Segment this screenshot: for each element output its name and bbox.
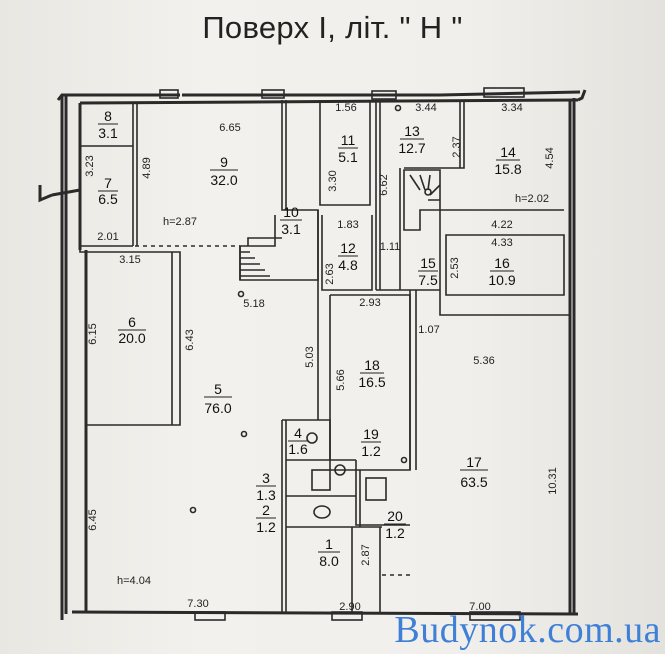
room-17-number: 17 bbox=[466, 454, 482, 470]
sanitary-fixtures bbox=[306, 432, 387, 519]
room-14-number: 14 bbox=[500, 144, 516, 160]
room-14-area: 15.8 bbox=[494, 161, 521, 177]
room-19-number: 19 bbox=[363, 426, 379, 442]
room-4-area: 1.6 bbox=[288, 441, 308, 457]
dim-label: 4.89 bbox=[141, 157, 153, 178]
markers bbox=[189, 104, 408, 514]
dim-label: 2.93 bbox=[359, 297, 380, 309]
room-18-number: 18 bbox=[364, 357, 380, 373]
staircase-main bbox=[239, 215, 282, 280]
room-15-number: 15 bbox=[420, 255, 436, 271]
room-5-number: 5 bbox=[214, 381, 222, 397]
plan-title: Поверх І, літ. " Н " bbox=[202, 10, 463, 45]
room-17-area: 63.5 bbox=[460, 474, 487, 490]
room-1-area: 8.0 bbox=[319, 553, 339, 569]
dim-label: h=2.87 bbox=[163, 216, 197, 228]
room-2-area: 1.2 bbox=[256, 519, 276, 535]
room-13-area: 12.7 bbox=[398, 140, 425, 156]
windows bbox=[159, 87, 525, 621]
dim-label: h=2.02 bbox=[515, 193, 549, 205]
dim-label: 2.37 bbox=[451, 136, 463, 157]
room-12-area: 4.8 bbox=[338, 257, 358, 273]
dim-label: 3.34 bbox=[501, 102, 522, 114]
room-19-area: 1.2 bbox=[361, 443, 381, 459]
room-15-area: 7.5 bbox=[418, 272, 438, 288]
room-labels: 8 3.1 7 6.5 9 32.0 10 3.1 11 5.1 12 4.8 … bbox=[98, 108, 522, 569]
watermark-logo: Budynok.com.ua bbox=[394, 609, 661, 651]
dim-label: 2.90 bbox=[339, 601, 360, 613]
room-18-area: 16.5 bbox=[358, 374, 385, 390]
room-9-number: 9 bbox=[220, 154, 228, 170]
interior-walls bbox=[79, 100, 570, 612]
room-6-area: 20.0 bbox=[118, 330, 145, 346]
room-3-number: 3 bbox=[262, 470, 270, 486]
dim-label: 4.33 bbox=[491, 237, 512, 249]
room-1-number: 1 bbox=[325, 536, 333, 552]
room-7-number: 7 bbox=[104, 175, 112, 191]
room-2-number: 2 bbox=[262, 502, 270, 518]
room-7-area: 6.5 bbox=[98, 191, 118, 207]
dim-label: 5.36 bbox=[473, 355, 494, 367]
staircase-spiral bbox=[403, 169, 441, 231]
dim-label: 1.83 bbox=[337, 219, 358, 231]
dim-label: 3.15 bbox=[119, 254, 140, 266]
room-11-area: 5.1 bbox=[338, 149, 358, 165]
dim-label: 4.54 bbox=[544, 147, 556, 168]
dim-label: 6.65 bbox=[219, 122, 240, 134]
dim-label: 4.22 bbox=[491, 219, 512, 231]
dimension-labels: 6.65 1.56 3.44 3.34 3.23 4.89 3.30 6.62 … bbox=[84, 102, 559, 613]
dim-label: 7.30 bbox=[187, 598, 208, 610]
dim-label: h=4.04 bbox=[117, 575, 151, 587]
dim-label: 2.63 bbox=[324, 263, 336, 284]
dim-label: 2.87 bbox=[360, 544, 372, 565]
room-3-area: 1.3 bbox=[256, 487, 276, 503]
room-16-number: 16 bbox=[494, 255, 510, 271]
room-12-number: 12 bbox=[340, 240, 356, 256]
dim-label: 7.00 bbox=[469, 601, 490, 613]
room-4-number: 4 bbox=[294, 425, 302, 441]
dim-label: 2.53 bbox=[449, 257, 461, 278]
dim-label: 5.03 bbox=[304, 346, 316, 367]
room-16-area: 10.9 bbox=[488, 272, 515, 288]
dim-label: 3.30 bbox=[327, 170, 339, 191]
dim-label: 1.11 bbox=[380, 241, 401, 253]
dim-label: 1.56 bbox=[335, 102, 356, 114]
dim-label: 3.23 bbox=[84, 155, 96, 176]
room-5-area: 76.0 bbox=[204, 400, 231, 416]
dim-label: 6.43 bbox=[184, 329, 196, 350]
dim-label: 6.62 bbox=[378, 174, 390, 195]
dim-label: 6.15 bbox=[87, 323, 99, 344]
outer-walls bbox=[38, 89, 587, 620]
dim-label: 6.45 bbox=[87, 509, 99, 530]
dim-label: 2.01 bbox=[97, 231, 118, 243]
dim-label: 1.07 bbox=[418, 324, 439, 336]
dim-label: 5.66 bbox=[335, 369, 347, 390]
room-13-number: 13 bbox=[404, 123, 420, 139]
room-20-number: 20 bbox=[387, 508, 403, 524]
room-10-area: 3.1 bbox=[281, 221, 301, 237]
dim-label: 5.18 bbox=[243, 298, 264, 310]
dim-label: 3.44 bbox=[415, 102, 436, 114]
room-9-area: 32.0 bbox=[210, 172, 237, 188]
room-10-number: 10 bbox=[283, 204, 299, 220]
room-8-area: 3.1 bbox=[98, 125, 118, 141]
room-8-number: 8 bbox=[104, 108, 112, 124]
room-6-number: 6 bbox=[128, 314, 136, 330]
dim-label: 10.31 bbox=[547, 467, 559, 495]
room-20-area: 1.2 bbox=[385, 525, 405, 541]
room-11-number: 11 bbox=[341, 132, 356, 148]
